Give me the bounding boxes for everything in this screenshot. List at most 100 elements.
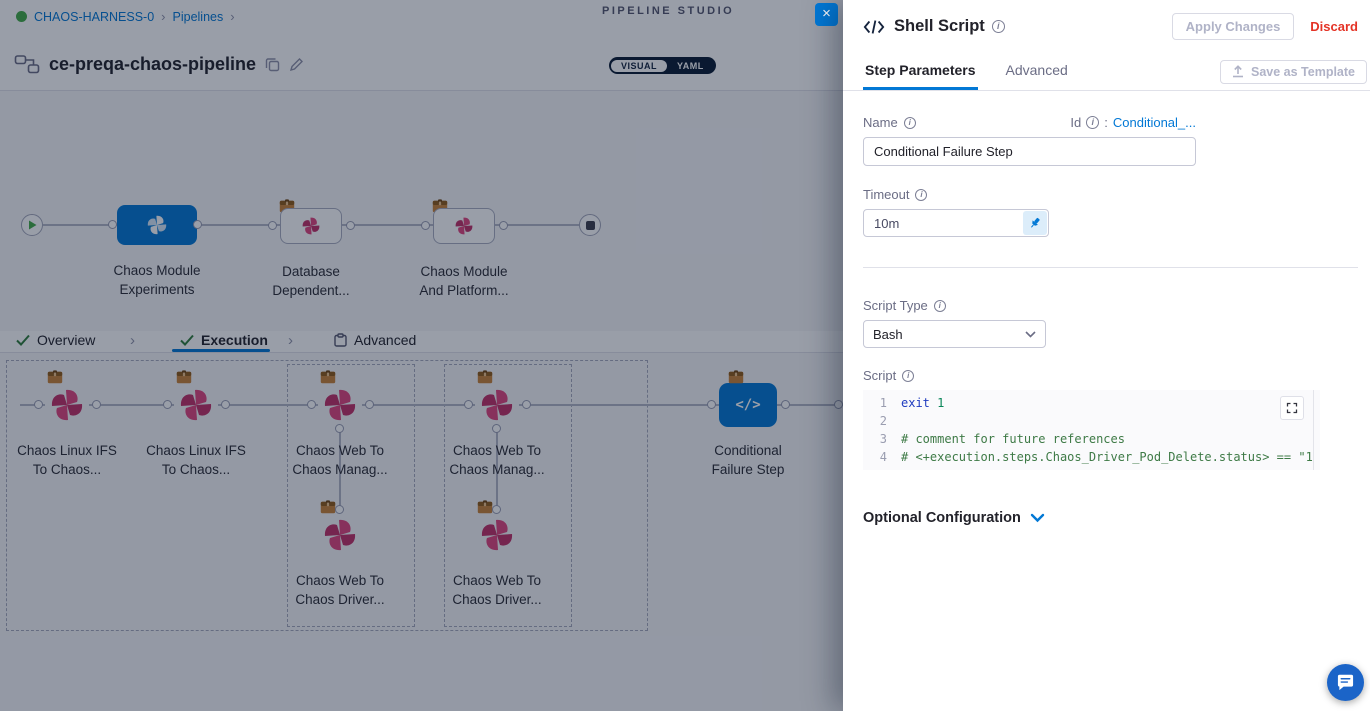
shell-script-icon	[863, 19, 885, 34]
step-group-outer	[6, 360, 648, 631]
chevron-down-icon	[1030, 513, 1045, 523]
code-line[interactable]: 2	[879, 414, 887, 428]
breadcrumb-project[interactable]: CHAOS-HARNESS-0	[34, 9, 155, 24]
code-line[interactable]: 4# <+execution.steps.Chaos_Driver_Pod_De…	[879, 450, 1313, 464]
module-box-icon	[320, 499, 336, 515]
pipeline-end-node[interactable]	[579, 214, 601, 236]
discard-button[interactable]: Discard	[1310, 19, 1358, 34]
toggle-visual[interactable]: VISUAL	[611, 59, 668, 72]
save-as-template-button[interactable]: Save as Template	[1220, 59, 1367, 84]
info-icon[interactable]: i	[902, 369, 915, 382]
exec-step-chaos-linux-ifs-2[interactable]	[174, 383, 218, 427]
node-port	[335, 505, 344, 514]
exec-step-chaos-web-manag-2[interactable]	[475, 383, 519, 427]
module-box-icon	[47, 369, 63, 385]
stage-node-chaos-module-and-platform[interactable]	[433, 208, 495, 244]
node-port	[268, 221, 277, 230]
timeout-label: Timeout i	[863, 187, 1358, 202]
check-icon	[16, 334, 30, 346]
info-icon[interactable]: i	[915, 188, 928, 201]
chaos-step-icon	[479, 387, 515, 423]
fixed-value-pin-button[interactable]	[1023, 211, 1047, 235]
exec-step-chaos-web-driver-1[interactable]	[318, 513, 362, 557]
exec-step-chaos-linux-ifs-1[interactable]	[45, 383, 89, 427]
clipboard-icon	[334, 333, 347, 347]
node-port	[335, 424, 344, 433]
copy-icon[interactable]	[265, 57, 280, 72]
node-port	[346, 221, 355, 230]
step-id-link[interactable]: Conditional_...	[1112, 115, 1196, 130]
chaos-step-icon	[322, 387, 358, 423]
node-port	[492, 424, 501, 433]
node-port	[492, 505, 501, 514]
node-port	[108, 220, 117, 229]
breadcrumb-pipelines[interactable]: Pipelines	[172, 9, 224, 24]
edit-pencil-icon[interactable]	[289, 57, 304, 72]
chevron-right-icon: ›	[161, 9, 166, 24]
info-icon[interactable]: i	[903, 116, 916, 129]
help-chat-button[interactable]	[1327, 664, 1364, 701]
play-icon	[28, 220, 36, 230]
editor-scrollbar[interactable]	[1313, 390, 1314, 470]
name-input[interactable]	[863, 137, 1196, 166]
module-box-icon	[176, 369, 192, 385]
exec-step-chaos-web-driver-2[interactable]	[475, 513, 519, 557]
project-icon	[16, 11, 27, 22]
edge	[496, 420, 498, 517]
tab-step-parameters[interactable]: Step Parameters	[863, 53, 978, 90]
node-port	[92, 400, 101, 409]
step-group-1	[287, 364, 415, 627]
code-line[interactable]: 3# comment for future references	[879, 432, 1125, 446]
chaos-step-icon	[178, 387, 214, 423]
exec-step-chaos-web-manag-1[interactable]	[318, 383, 362, 427]
info-icon[interactable]: i	[1086, 116, 1100, 129]
info-icon[interactable]: i	[991, 20, 1005, 33]
step-parameters-form: Name i Id i : Conditional_... Timeout i	[843, 91, 1370, 526]
node-port	[365, 400, 374, 409]
edge	[342, 224, 433, 226]
stop-icon	[585, 220, 595, 230]
pipeline-start-node[interactable]	[21, 214, 43, 236]
node-port	[421, 221, 430, 230]
info-icon[interactable]: i	[933, 299, 946, 312]
chaos-step-icon	[49, 387, 85, 423]
apply-changes-button[interactable]: Apply Changes	[1171, 13, 1295, 40]
node-port	[834, 400, 843, 409]
edge	[20, 404, 843, 406]
panel-tabs: Step Parameters Advanced Save as Templat…	[843, 53, 1370, 91]
toggle-yaml[interactable]: YAML	[677, 60, 704, 71]
panel-title: Shell Script	[894, 17, 985, 35]
tab-execution[interactable]: Execution	[180, 332, 268, 348]
edge	[43, 224, 117, 226]
module-box-icon	[477, 499, 493, 515]
node-port	[34, 400, 43, 409]
node-port	[163, 400, 172, 409]
script-type-select[interactable]: Bash	[863, 320, 1046, 348]
stage-node-database-dependent[interactable]	[280, 208, 342, 244]
template-pin-icon	[1233, 65, 1243, 78]
tab-overview[interactable]: Overview	[16, 332, 95, 348]
stage-node-chaos-module-experiments[interactable]	[117, 205, 197, 245]
view-toggle: VISUAL YAML	[609, 57, 716, 74]
script-label: Script i	[863, 368, 1358, 383]
expand-editor-button[interactable]	[1280, 396, 1304, 420]
divider	[863, 267, 1358, 268]
tab-advanced[interactable]: Advanced	[1005, 62, 1068, 78]
tab-advanced[interactable]: Advanced	[334, 332, 416, 348]
timeout-input[interactable]	[863, 209, 1049, 237]
chevron-down-icon	[1025, 330, 1036, 338]
chaos-icon	[454, 216, 474, 236]
optional-configuration-toggle[interactable]: Optional Configuration	[863, 510, 1358, 526]
close-panel-button[interactable]: ×	[815, 3, 838, 26]
name-label: Name i	[863, 115, 916, 130]
panel-header: Shell Script i Apply Changes Discard	[843, 0, 1370, 53]
exec-step-conditional-failure[interactable]: </>	[719, 383, 777, 427]
modal-overlay[interactable]	[0, 0, 843, 711]
